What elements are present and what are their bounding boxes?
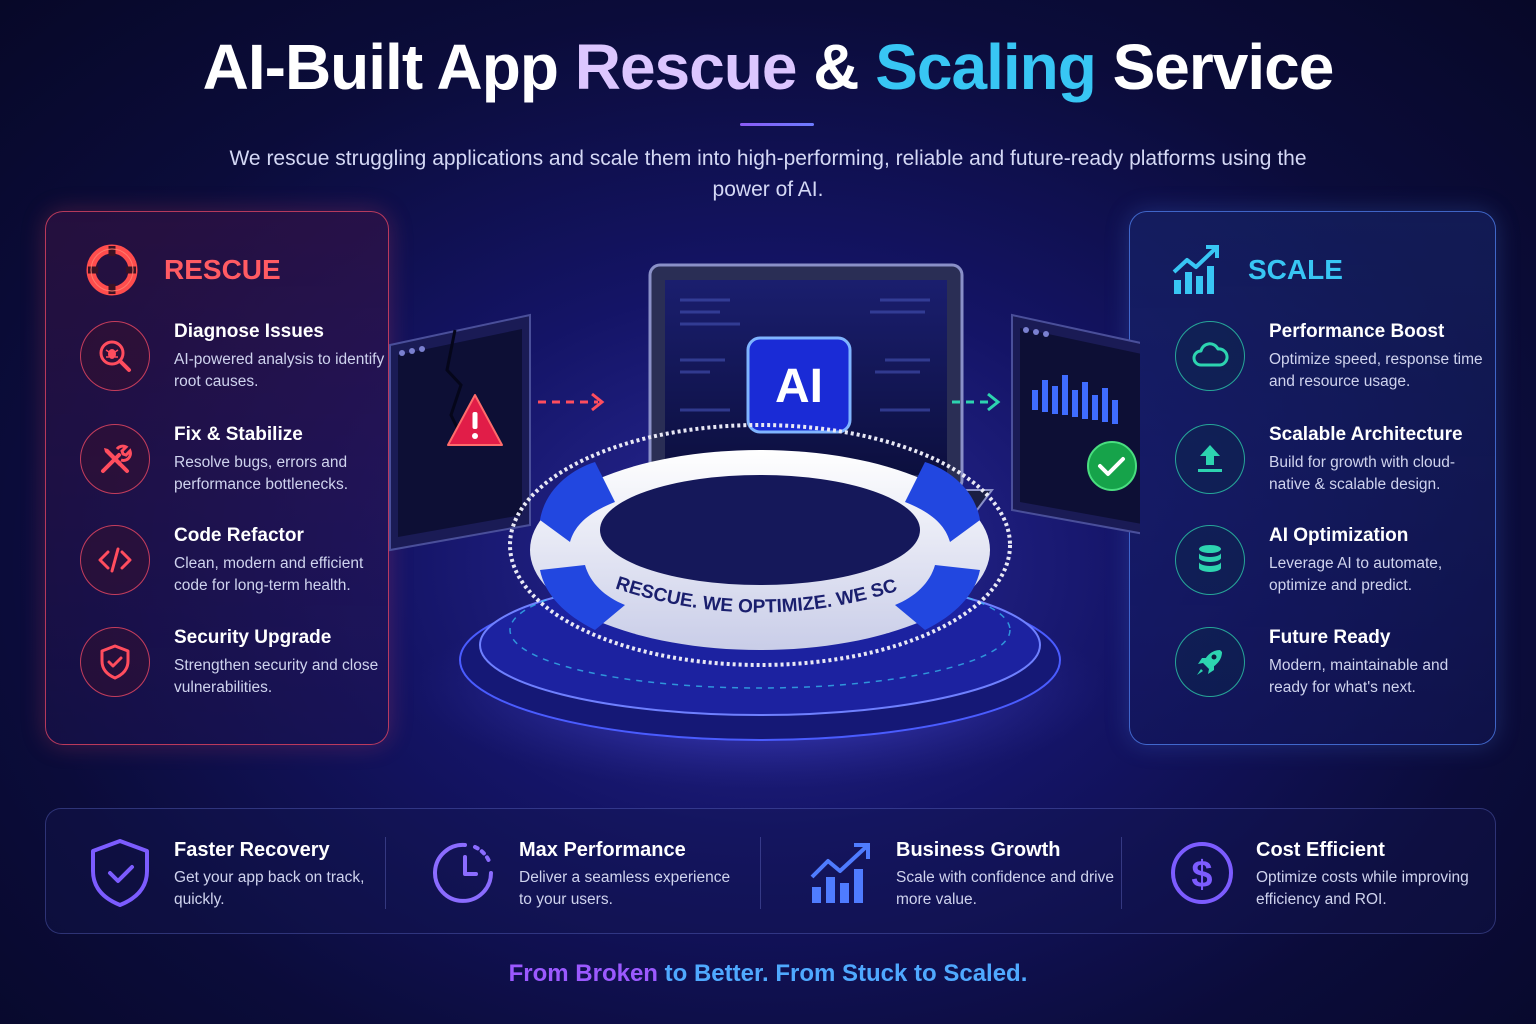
rescue-item-security: Security Upgrade Strengthen security and…	[80, 627, 380, 707]
scale-item-title: Scalable Architecture	[1269, 424, 1463, 445]
rescue-header: RESCUE	[86, 244, 281, 296]
page-title: AI-Built App Rescue & Scaling Service	[0, 30, 1536, 104]
scale-item-desc: Optimize speed, response time and resour…	[1269, 351, 1483, 390]
title-part-5: Service	[1095, 31, 1335, 103]
ai-chip-label: AI	[775, 360, 823, 413]
shield-check-icon	[80, 627, 150, 697]
benefit-title: Cost Efficient	[1256, 839, 1385, 861]
rescue-label: RESCUE	[164, 254, 281, 285]
scale-item-performance: Performance Boost Optimize speed, respon…	[1175, 321, 1483, 401]
benefit-faster-recovery: Faster Recovery Get your app back on tra…	[46, 809, 386, 935]
scale-item-ai-optimization: AI Optimization Leverage AI to automate,…	[1175, 525, 1475, 605]
broken-app-window	[389, 313, 531, 552]
benefit-max-performance: Max Performance Deliver a seamless exper…	[391, 809, 761, 935]
upload-icon	[1175, 424, 1245, 494]
benefit-desc: Optimize costs while improving efficienc…	[1256, 869, 1469, 908]
title-part-scaling: Scaling	[875, 31, 1097, 103]
benefit-desc: Scale with confidence and drive more val…	[896, 869, 1114, 908]
scale-label: SCALE	[1248, 254, 1343, 285]
rescue-panel: RESCUE Diagnose Issues AI-powered analys…	[45, 211, 389, 745]
benefit-title: Max Performance	[519, 839, 686, 861]
tagline-part-1: From Broken	[508, 960, 658, 987]
rescue-item-title: Fix & Stabilize	[174, 424, 303, 445]
bug-search-icon	[80, 321, 150, 391]
clock-icon	[433, 842, 493, 903]
title-underline	[740, 123, 814, 126]
scaled-app-window	[1011, 313, 1140, 535]
cloud-icon	[1175, 321, 1245, 391]
scale-header: SCALE	[1170, 244, 1343, 296]
svg-text:$: $	[1191, 854, 1212, 896]
rescue-item-title: Security Upgrade	[174, 627, 332, 648]
scale-item-desc: Modern, maintainable and ready for what'…	[1269, 657, 1449, 696]
benefit-desc: Deliver a seamless experience to your us…	[519, 869, 731, 908]
lifebuoy-icon	[86, 244, 138, 296]
growth-chart-icon	[1172, 245, 1219, 294]
database-icon	[1175, 525, 1245, 595]
benefit-business-growth: Business Growth Scale with confidence an…	[768, 809, 1128, 935]
divider	[385, 837, 386, 909]
check-icon	[1087, 441, 1137, 491]
scale-item-future-ready: Future Ready Modern, maintainable and re…	[1175, 627, 1475, 707]
rescue-item-desc: AI-powered analysis to identify root cau…	[174, 351, 385, 390]
title-part-1: AI-Built App	[202, 31, 575, 103]
rescue-item-desc: Strengthen security and close vulnerabil…	[174, 657, 379, 696]
rescue-item-desc: Clean, modern and efficient code for lon…	[174, 555, 364, 594]
rescue-item-title: Diagnose Issues	[174, 321, 324, 342]
growth-chart-icon	[810, 843, 870, 903]
benefit-cost-efficient: $ Cost Efficient Optimize costs while im…	[1128, 809, 1496, 935]
divider	[760, 837, 761, 909]
ai-chip	[746, 336, 852, 434]
divider	[1121, 837, 1122, 909]
scale-panel: SCALE Performance Boost Optimize speed, …	[1129, 211, 1496, 745]
shield-check-icon	[91, 839, 149, 907]
scale-item-desc: Build for growth with cloud-native & sca…	[1269, 454, 1456, 493]
scale-item-title: AI Optimization	[1269, 525, 1409, 546]
benefit-title: Business Growth	[896, 839, 1061, 861]
footer-tagline: From Broken to Better. From Stuck to Sca…	[0, 960, 1536, 988]
rocket-icon	[1175, 627, 1245, 697]
benefit-title: Faster Recovery	[174, 839, 330, 861]
scale-item-desc: Leverage AI to automate, optimize and pr…	[1269, 555, 1443, 594]
laptop: AI	[618, 263, 994, 531]
dollar-icon: $	[1171, 842, 1233, 904]
title-part-rescue: Rescue	[574, 31, 798, 103]
benefits-bar: Faster Recovery Get your app back on tra…	[45, 808, 1496, 934]
hero-illustration: AI WE RESCUE. WE OPTIMIZE. WE SCALE.	[380, 250, 1140, 790]
title-part-3: &	[796, 31, 876, 103]
rescue-item-title: Code Refactor	[174, 525, 304, 546]
scale-item-title: Future Ready	[1269, 627, 1391, 648]
scale-item-title: Performance Boost	[1269, 321, 1445, 342]
rescue-item-fix: Fix & Stabilize Resolve bugs, errors and…	[80, 424, 380, 504]
rescue-item-desc: Resolve bugs, errors and performance bot…	[174, 454, 349, 493]
rescue-item-diagnose: Diagnose Issues AI-powered analysis to i…	[80, 321, 384, 401]
rescue-item-refactor: Code Refactor Clean, modern and efficien…	[80, 525, 380, 605]
tools-icon	[80, 424, 150, 494]
code-icon	[80, 525, 150, 595]
page-subtitle: We rescue struggling applications and sc…	[229, 147, 1307, 201]
tagline-part-2: to Better. From Stuck to Scaled.	[657, 960, 1028, 987]
scale-item-architecture: Scalable Architecture Build for growth w…	[1175, 424, 1475, 504]
benefit-desc: Get your app back on track, quickly.	[174, 869, 365, 908]
